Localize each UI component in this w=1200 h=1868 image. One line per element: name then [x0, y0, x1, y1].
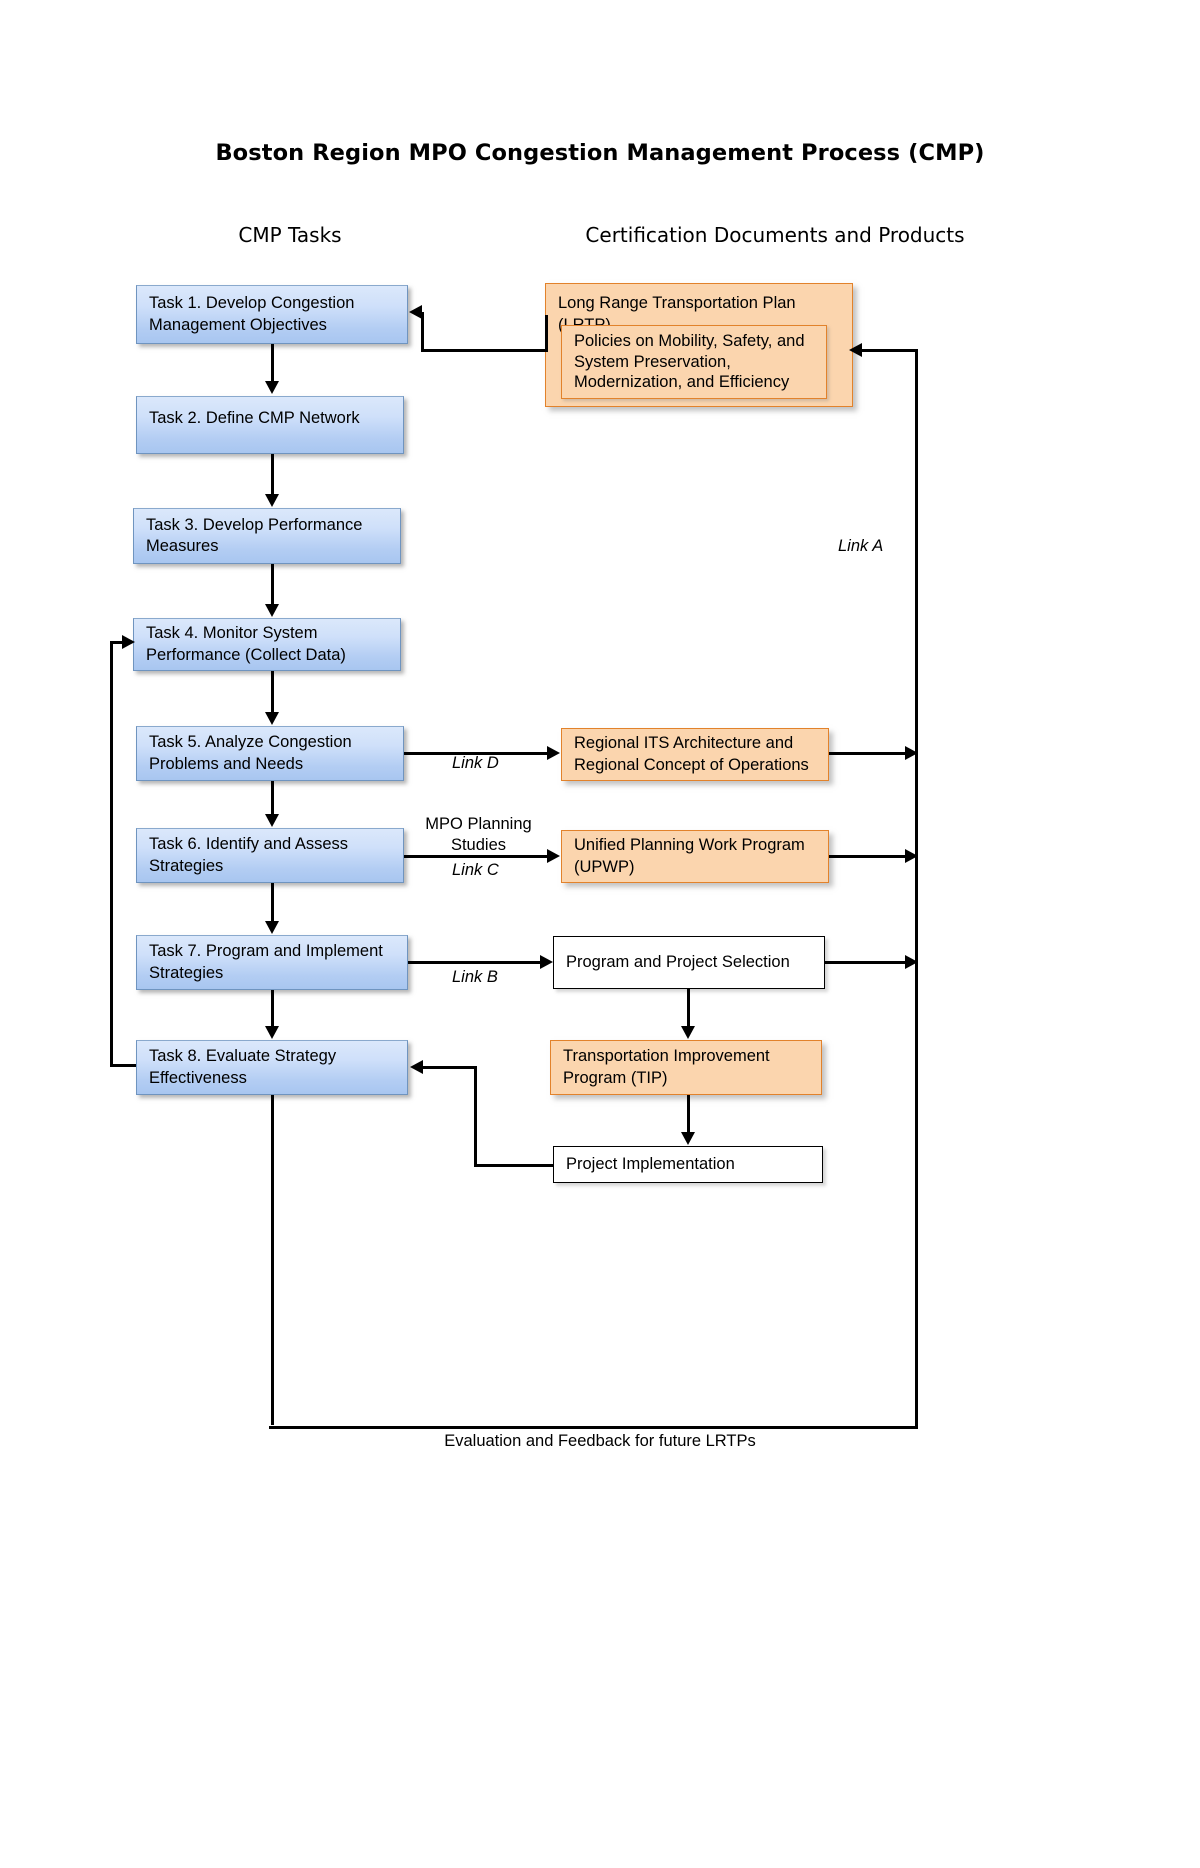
its-to-link-a-line	[829, 752, 907, 755]
task-2-box[interactable]: Task 2. Define CMP Network	[136, 396, 404, 454]
task-6-label: Task 6. Identify and Assess Strategies	[149, 835, 349, 875]
task-7-box[interactable]: Task 7. Program and Implement Strategies	[136, 935, 408, 990]
mpo-planning-studies-label: MPO Planning Studies	[425, 815, 532, 854]
link-d-line	[404, 752, 549, 755]
implementation-to-task8-bottom	[474, 1164, 554, 1167]
footer-label: Evaluation and Feedback for future LRTPs	[444, 1432, 756, 1450]
upwp-to-link-a-line	[829, 855, 907, 858]
task-1-box[interactable]: Task 1. Develop Congestion Management Ob…	[136, 285, 408, 344]
link-c-head	[547, 849, 560, 863]
column-header-cmp-tasks: CMP Tasks	[238, 223, 342, 247]
task-8-label: Task 8. Evaluate Strategy Effectiveness	[149, 1047, 337, 1087]
program-project-selection-box[interactable]: Program and Project Selection	[553, 936, 825, 989]
selection-to-link-a-head	[905, 955, 918, 969]
tip-box[interactable]: Transportation Improvement Program (TIP)	[550, 1040, 822, 1095]
arrow-selection-to-tip-head	[681, 1026, 695, 1039]
task-4-label: Task 4. Monitor System Performance (Coll…	[146, 624, 346, 664]
project-implementation-box[interactable]: Project Implementation	[553, 1146, 823, 1183]
arrow-task4-to-task5-head	[265, 712, 279, 725]
bottom-feedback-bus	[269, 1426, 918, 1429]
task-6-box[interactable]: Task 6. Identify and Assess Strategies	[136, 828, 404, 883]
arrow-task6-to-task7-head	[265, 921, 279, 934]
loop-task8-to-task4-top	[110, 641, 123, 644]
task8-bottom-tail-line	[271, 1095, 274, 1425]
lrtp-to-task1-horizontal	[421, 349, 547, 352]
link-b-label: Link B	[452, 968, 498, 986]
arrow-task3-to-task4-head	[265, 604, 279, 617]
arrow-selection-to-tip-line	[687, 989, 690, 1026]
task-2-label: Task 2. Define CMP Network	[149, 409, 360, 427]
program-project-selection-label: Program and Project Selection	[566, 952, 790, 971]
arrow-task1-to-task2-head	[265, 381, 279, 394]
arrow-task7-to-task8-line	[271, 990, 274, 1027]
its-to-link-a-head	[905, 746, 918, 760]
lrtp-policies-box[interactable]: Policies on Mobility, Safety, and System…	[561, 325, 827, 399]
column-header-certification-documents: Certification Documents and Products	[585, 223, 965, 247]
arrow-task6-to-task7-line	[271, 883, 274, 922]
lrtp-policies-label: Policies on Mobility, Safety, and System…	[574, 332, 805, 392]
arrow-task5-to-task6-head	[265, 814, 279, 827]
its-architecture-box[interactable]: Regional ITS Architecture and Regional C…	[561, 728, 829, 781]
upwp-box[interactable]: Unified Planning Work Program (UPWP)	[561, 830, 829, 883]
task-5-label: Task 5. Analyze Congestion Problems and …	[149, 733, 352, 773]
task-3-label: Task 3. Develop Performance Measures	[146, 515, 363, 556]
loop-task8-to-task4-head	[122, 635, 135, 649]
arrow-task2-to-task3-head	[265, 494, 279, 507]
upwp-to-link-a-head	[905, 849, 918, 863]
link-c-line	[404, 855, 549, 858]
lrtp-to-task1-riser	[421, 312, 424, 352]
loop-task8-to-task4-bottom	[110, 1064, 136, 1067]
its-architecture-label: Regional ITS Architecture and Regional C…	[574, 734, 809, 774]
lrtp-to-task1-vertical	[545, 315, 548, 352]
task-1-label: Task 1. Develop Congestion Management Ob…	[149, 294, 355, 334]
implementation-to-task8-head	[410, 1060, 423, 1074]
link-a-top-horizontal	[862, 349, 918, 352]
arrow-task2-to-task3-line	[271, 454, 274, 495]
task-3-box[interactable]: Task 3. Develop Performance Measures	[133, 508, 401, 564]
link-c-label: Link C	[452, 861, 499, 879]
tip-label: Transportation Improvement Program (TIP)	[563, 1047, 770, 1087]
implementation-to-task8-top	[423, 1066, 474, 1069]
selection-to-link-a-line	[825, 961, 907, 964]
arrow-task3-to-task4-line	[271, 564, 274, 605]
arrow-task7-to-task8-head	[265, 1026, 279, 1039]
arrow-tip-to-implementation-head	[681, 1132, 695, 1145]
link-d-head	[547, 746, 560, 760]
link-d-label: Link D	[452, 754, 499, 772]
implementation-to-task8-vertical	[474, 1066, 477, 1166]
arrow-tip-to-implementation-line	[687, 1095, 690, 1133]
task-8-box[interactable]: Task 8. Evaluate Strategy Effectiveness	[136, 1040, 408, 1095]
link-b-line	[408, 961, 541, 964]
link-a-label: Link A	[838, 537, 884, 555]
page-title: Boston Region MPO Congestion Management …	[215, 140, 985, 166]
task-5-box[interactable]: Task 5. Analyze Congestion Problems and …	[136, 726, 404, 781]
arrow-task5-to-task6-line	[271, 781, 274, 815]
link-b-head	[540, 955, 553, 969]
arrow-task1-to-task2-line	[271, 344, 274, 382]
loop-task8-to-task4-vertical	[110, 641, 113, 1067]
upwp-label: Unified Planning Work Program (UPWP)	[574, 836, 805, 876]
task-4-box[interactable]: Task 4. Monitor System Performance (Coll…	[133, 618, 401, 671]
arrow-task4-to-task5-line	[271, 671, 274, 713]
task-7-label: Task 7. Program and Implement Strategies	[149, 942, 383, 982]
link-a-vertical-bus	[915, 349, 918, 1429]
link-a-top-head	[849, 343, 862, 357]
lrtp-to-task1-head	[409, 305, 422, 319]
project-implementation-label: Project Implementation	[566, 1154, 735, 1173]
